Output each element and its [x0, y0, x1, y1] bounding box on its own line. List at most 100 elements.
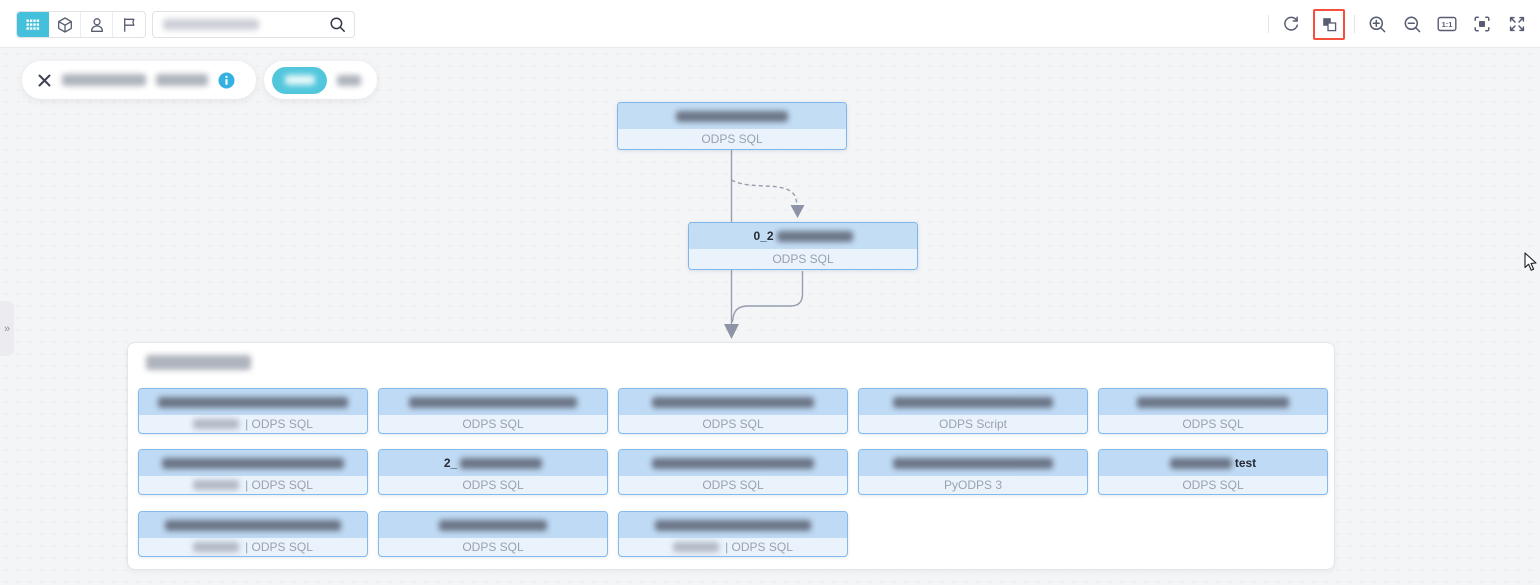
node-type: ODPS SQL	[619, 415, 847, 433]
node-type-label: ODPS SQL	[772, 252, 834, 266]
node-title	[859, 389, 1087, 415]
node-type-label: ODPS SQL	[701, 132, 763, 146]
node-title: 2_	[379, 450, 607, 476]
redacted-text	[893, 457, 1053, 469]
node-type-label: | ODPS SQL	[725, 540, 793, 554]
search-input[interactable]	[152, 11, 355, 38]
redacted-text	[673, 542, 720, 552]
fullscreen-button[interactable]	[1504, 11, 1530, 37]
group-node[interactable]: | ODPS SQL	[618, 511, 848, 557]
node-type-label: ODPS SQL	[1182, 478, 1244, 492]
node-title: 0_2	[689, 223, 917, 249]
node-type: | ODPS SQL	[139, 476, 367, 494]
redacted-text	[193, 542, 240, 552]
group-title	[146, 354, 251, 372]
group-node[interactable]: | ODPS SQL	[138, 388, 368, 434]
info-icon[interactable]	[218, 72, 235, 89]
zoom-in-icon	[1369, 16, 1385, 32]
redacted-text	[156, 74, 208, 86]
node-title	[1099, 389, 1327, 415]
flow-node-current[interactable]: 0_2 ODPS SQL	[688, 222, 918, 270]
segment-flag-view[interactable]	[113, 12, 145, 37]
node-type: ODPS SQL	[618, 129, 846, 149]
zoom-out-button[interactable]	[1399, 11, 1425, 37]
redacted-text	[460, 457, 543, 469]
node-group-box: | ODPS SQL ODPS SQL ODPS SQL ODPS Script…	[127, 342, 1335, 570]
redacted-text	[439, 519, 547, 531]
segment-model-view[interactable]	[49, 12, 81, 37]
node-type: ODPS SQL	[689, 249, 917, 269]
toggle-group-button[interactable]	[1313, 8, 1345, 40]
flag-icon	[124, 17, 135, 32]
redacted-placeholder	[163, 19, 259, 30]
zoom-in-button[interactable]	[1364, 11, 1390, 37]
segment-owner-view[interactable]	[81, 12, 113, 37]
node-title	[618, 103, 846, 129]
refresh-button[interactable]	[1278, 11, 1304, 37]
node-type-label: | ODPS SQL	[245, 417, 313, 431]
node-type: | ODPS SQL	[139, 415, 367, 433]
node-type: ODPS SQL	[379, 476, 607, 494]
node-type-label: ODPS SQL	[462, 417, 524, 431]
group-node[interactable]: ODPS Script	[858, 388, 1088, 434]
node-title-suffix: test	[1234, 456, 1257, 470]
chevron-double-right-icon: »	[3, 322, 11, 335]
search-icon	[330, 17, 345, 32]
redacted-text	[776, 230, 853, 242]
node-type: | ODPS SQL	[619, 538, 847, 556]
divider	[1268, 15, 1269, 33]
node-type: ODPS SQL	[379, 538, 607, 556]
node-type-label: ODPS SQL	[462, 478, 524, 492]
group-node[interactable]: 2_ ODPS SQL	[378, 449, 608, 495]
zoom-out-icon	[1404, 16, 1420, 32]
redacted-text	[676, 110, 788, 122]
actual-size-button[interactable]: 1:1	[1434, 11, 1460, 37]
node-type-label: ODPS Script	[938, 417, 1007, 431]
group-node[interactable]: ODPS SQL	[618, 388, 848, 434]
node-title-prefix: 2_	[443, 456, 458, 470]
node-title	[139, 389, 367, 415]
redacted-text	[158, 396, 348, 408]
grid-icon	[26, 19, 40, 30]
node-type-label: ODPS SQL	[1182, 417, 1244, 431]
toggle-active-button[interactable]	[272, 66, 327, 94]
view-mode-segmented-control	[16, 11, 146, 38]
group-node[interactable]: ODPS SQL	[378, 511, 608, 557]
overlap-squares-icon	[1322, 17, 1336, 31]
node-title-prefix: 0_2	[753, 229, 774, 243]
group-node[interactable]: ODPS SQL	[1098, 388, 1328, 434]
node-title	[379, 512, 607, 538]
user-icon	[90, 17, 103, 32]
group-node[interactable]: test ODPS SQL	[1098, 449, 1328, 495]
node-title	[859, 450, 1087, 476]
filter-chip	[22, 61, 256, 99]
fullscreen-icon	[1509, 16, 1525, 32]
redacted-text	[1137, 396, 1289, 408]
redacted-text	[146, 355, 251, 371]
redacted-text	[193, 480, 240, 490]
redacted-text	[162, 457, 344, 469]
node-title	[619, 450, 847, 476]
node-type: ODPS Script	[859, 415, 1087, 433]
group-node[interactable]: ODPS SQL	[618, 449, 848, 495]
group-node[interactable]: | ODPS SQL	[138, 449, 368, 495]
group-node[interactable]: ODPS SQL	[378, 388, 608, 434]
panel-expander[interactable]: »	[0, 301, 14, 356]
cube-icon	[57, 16, 72, 33]
node-type-label: ODPS SQL	[702, 417, 764, 431]
x-icon[interactable]	[37, 73, 52, 88]
segment-grid-view[interactable]	[17, 12, 49, 37]
focus-selection-button[interactable]	[1469, 11, 1495, 37]
node-title	[139, 450, 367, 476]
redacted-text	[652, 396, 814, 408]
toggle-inactive-option[interactable]	[337, 74, 361, 86]
group-node[interactable]: PyODPS 3	[858, 449, 1088, 495]
node-title: test	[1099, 450, 1327, 476]
node-type-label: | ODPS SQL	[245, 478, 313, 492]
redacted-text	[165, 519, 341, 531]
group-node[interactable]: | ODPS SQL	[138, 511, 368, 557]
node-title	[379, 389, 607, 415]
node-type: PyODPS 3	[859, 476, 1087, 494]
flow-node-upstream[interactable]: ODPS SQL	[617, 102, 847, 150]
